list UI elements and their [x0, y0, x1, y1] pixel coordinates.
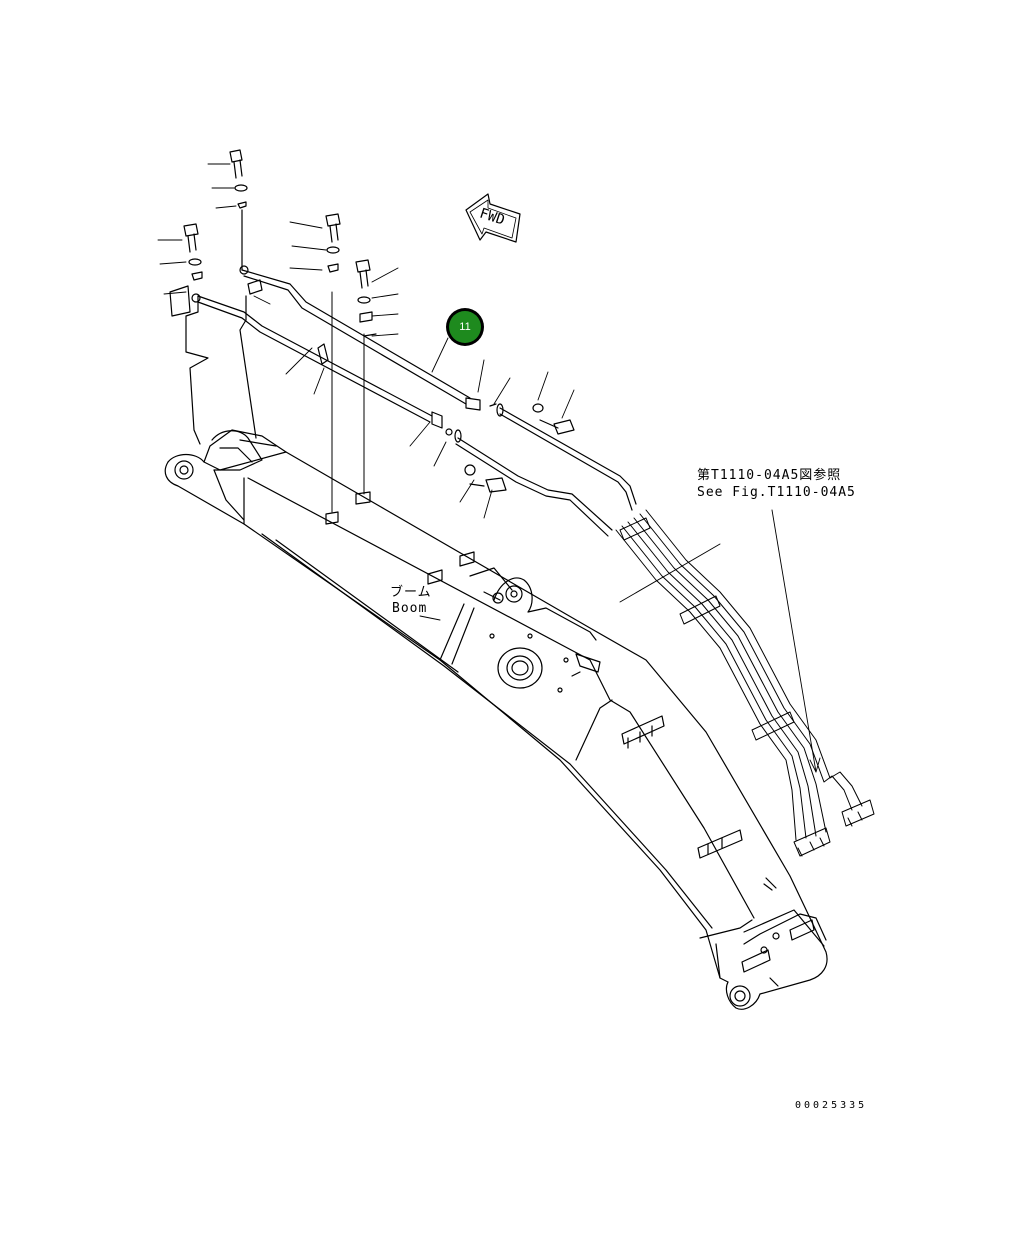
callout-11-button[interactable]: 11 [446, 308, 484, 346]
hose-bundle [615, 509, 875, 857]
drawing-number: 00025335 [795, 1100, 868, 1111]
callout-number: 11 [449, 311, 481, 343]
pipe-assembly [169, 209, 637, 537]
fwd-label: FWD [478, 206, 507, 229]
hardware [183, 149, 575, 493]
boom-label-en: Boom [392, 601, 428, 616]
boom-label-jp: ブーム [390, 585, 432, 600]
boom-body [164, 429, 828, 1010]
fwd-arrow-icon: FWD [465, 193, 521, 243]
leader-lines [157, 163, 821, 773]
reference-label-jp: 第T1110-04A5図参照 [697, 468, 842, 483]
boom-clamps [325, 491, 815, 973]
reference-label-en: See Fig.T1110-04A5 [697, 485, 856, 500]
